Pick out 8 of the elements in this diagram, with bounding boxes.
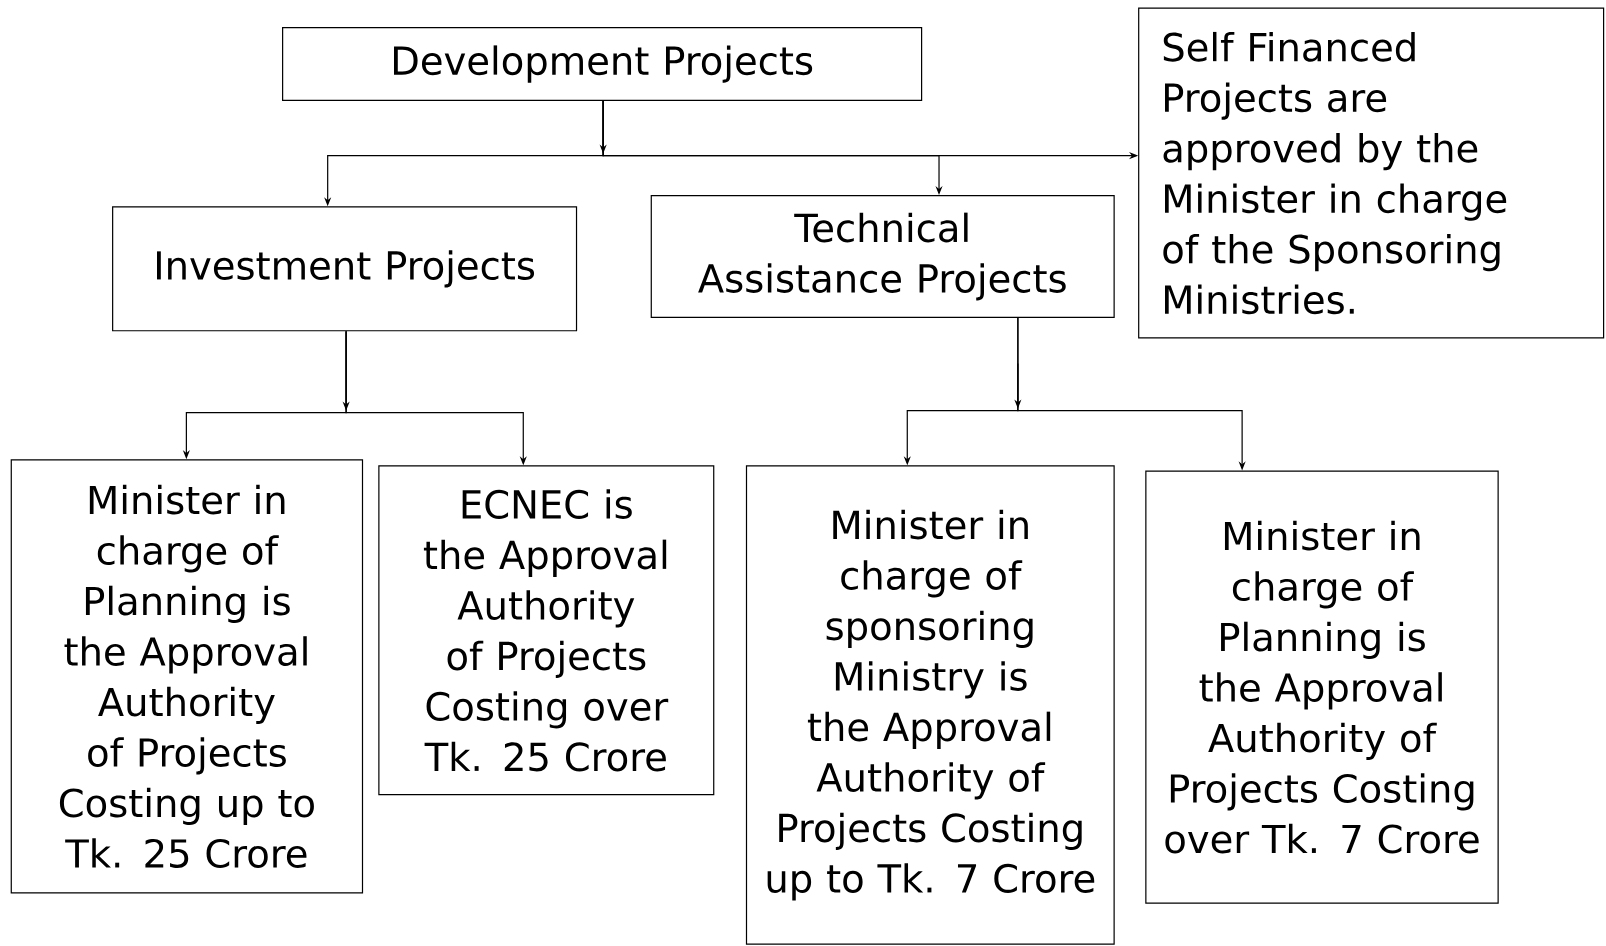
- approval-box: Minister in charge of Planning is the Approval Authority of Projects Costing over Tk. 7 Crore: [1145, 470, 1499, 904]
- approval-box: Minister in charge of sponsoring Ministry is the Approval Authority of Projects Costing up to Tk. 7 Crore: [745, 465, 1115, 945]
- category-box: Technical Assistance Projects: [650, 195, 1115, 319]
- note-box: Self Financed Projects are approved by the Minister in charge of the Sponsoring Ministries.: [1138, 7, 1605, 339]
- approval-box: ECNEC is the Approval Authority of Projects Costing over Tk. 25 Crore: [378, 465, 715, 796]
- category-box: Investment Projects: [112, 206, 578, 332]
- category-box: Development Projects: [282, 27, 923, 101]
- approval-box: Minister in charge of Planning is the Approval Authority of Projects Costing up to Tk. 25 Crore: [10, 459, 364, 894]
